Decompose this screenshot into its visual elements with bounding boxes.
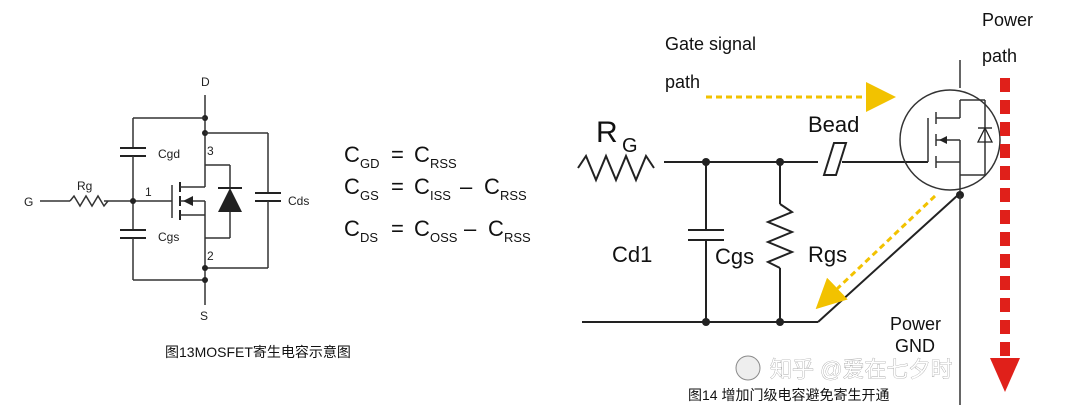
gate-signal-label-line2: path [665, 72, 700, 92]
rg-sub-label: G [622, 135, 638, 157]
pin1-label: 1 [145, 185, 152, 199]
svg-text:GS: GS [360, 188, 379, 203]
rg-label: Rg [77, 179, 92, 193]
equation-row: C GD = C RSS [344, 142, 457, 171]
svg-text:=: = [391, 216, 404, 241]
svg-text:DS: DS [360, 230, 378, 245]
svg-text:=: = [391, 174, 404, 199]
svg-text:=: = [391, 142, 404, 167]
body-diode [218, 188, 242, 212]
pin3-label: 3 [207, 144, 214, 158]
svg-text:RSS: RSS [504, 230, 531, 245]
svg-text:–: – [464, 216, 477, 241]
pin2-label: 2 [207, 249, 214, 263]
power-path-arrowhead [990, 358, 1020, 392]
cgs-label: Cgs [715, 244, 754, 269]
power-gnd-label-line1: Power [890, 314, 941, 334]
svg-text:C: C [414, 174, 430, 199]
svg-text:C: C [344, 174, 360, 199]
svg-text:RSS: RSS [500, 188, 527, 203]
rg-resistor [69, 194, 109, 208]
figure13-caption: 图13MOSFET寄生电容示意图 [165, 344, 351, 360]
rg-resistor [577, 153, 655, 183]
equation-row: C DS = C OSS – C RSS [344, 216, 531, 245]
cds-label: Cds [288, 194, 309, 208]
source-label: S [200, 309, 208, 323]
watermark-text: 知乎 @爱在七夕时 [770, 357, 952, 382]
cgd-label: Cgd [158, 147, 180, 161]
cd1-label: Cd1 [612, 242, 652, 267]
svg-text:C: C [344, 216, 360, 241]
power-path-label-line2: path [982, 46, 1017, 66]
gate-capacitor-schematic: Gate signal path Power path R G Bead Cd1… [577, 10, 1033, 405]
mosfet-parasitic-schematic: D G S Rg Cgd Cgs Cds 1 3 2 图13MOSFET寄生电容… [24, 75, 351, 360]
figure14-caption: 图14 增加门级电容避免寄生开通 [688, 387, 889, 403]
gate-return-arrow [815, 194, 937, 310]
watermark: 知乎 @爱在七夕时 [735, 355, 953, 382]
gate-signal-label-line1: Gate signal [665, 34, 756, 54]
svg-text:–: – [460, 174, 473, 199]
svg-text:C: C [414, 216, 430, 241]
svg-text:ISS: ISS [430, 188, 451, 203]
gate-label: G [24, 195, 33, 209]
svg-text:C: C [484, 174, 500, 199]
capacitance-equations: C GD = C RSS C GS = C ISS – C RSS C DS =… [344, 142, 531, 245]
svg-text:C: C [488, 216, 504, 241]
wechat-icon [735, 355, 761, 381]
power-gnd-label-line2: GND [895, 336, 935, 356]
svg-text:OSS: OSS [430, 230, 458, 245]
drain-label: D [201, 75, 210, 89]
rgs-resistor [765, 203, 795, 269]
mosfet-symbol [899, 89, 1001, 191]
power-path-label-line1: Power [982, 10, 1033, 30]
svg-text:RSS: RSS [430, 156, 457, 171]
equation-row: C GS = C ISS – C RSS [344, 174, 527, 203]
cgs-label: Cgs [158, 230, 179, 244]
svg-text:C: C [344, 142, 360, 167]
bead-component [822, 142, 848, 176]
bead-label: Bead [808, 112, 859, 137]
rg-main-label: R [596, 116, 618, 149]
rgs-label: Rgs [808, 242, 847, 267]
svg-text:GD: GD [360, 156, 380, 171]
svg-text:C: C [414, 142, 430, 167]
